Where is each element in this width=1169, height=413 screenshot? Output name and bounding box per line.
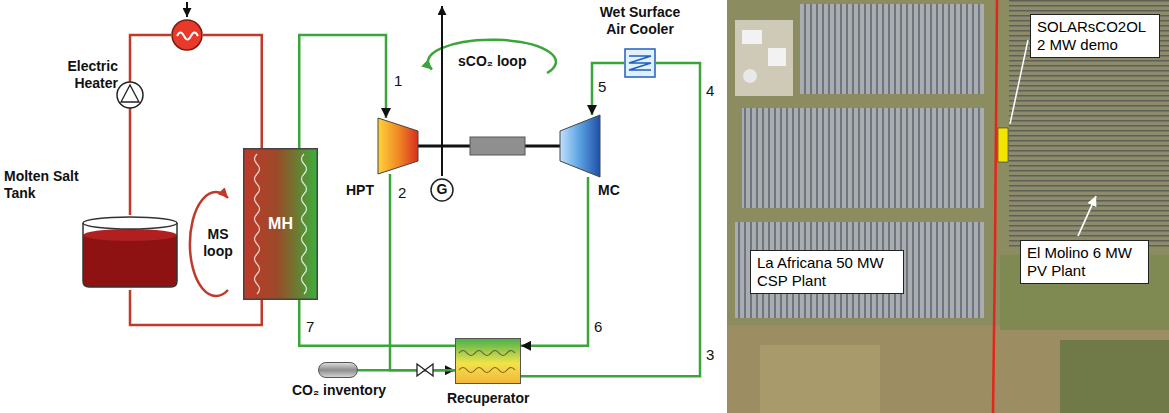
pump-symbol: [117, 82, 143, 108]
loop-label: MS loop: [198, 226, 238, 260]
heat-exchanger: [244, 149, 318, 300]
molten-salt-surface: [83, 229, 177, 241]
node-label: G: [437, 182, 448, 197]
co2-inventory: CO₂ inventory: [318, 362, 358, 378]
node-label: Wet Surface Air Cooler: [592, 4, 688, 38]
connector: [130, 290, 262, 325]
demo-site: [998, 128, 1008, 162]
map-ground: [727, 0, 1169, 413]
gas-bottle: [319, 363, 358, 378]
cooler-symbol: [625, 49, 655, 77]
node-label: Molten Salt Tank: [4, 168, 88, 202]
molten-salt: [83, 235, 177, 287]
electric-heater-shape: [171, 19, 203, 51]
connector: [358, 369, 455, 372]
callout-text: SOLARsCO2OL 2 MW demo: [1037, 18, 1153, 54]
heat-exchanger-flow: [302, 154, 307, 294]
callout-text: El Molino 6 MW PV Plant: [1027, 244, 1142, 280]
pointer-arrow: [1078, 196, 1096, 236]
solar-field: [742, 108, 984, 208]
valve-symbol: [417, 364, 425, 376]
farmland: [1060, 340, 1169, 413]
air-cooler: Wet Surface Air Cooler: [624, 48, 656, 78]
state-number: 1: [394, 72, 402, 89]
state-number: 2: [398, 184, 406, 201]
molten-salt-tank-shape: [80, 215, 180, 290]
state-number: 7: [306, 318, 314, 335]
molten-salt-tank: Molten Salt Tank: [80, 215, 180, 290]
power-input-arrow: [186, 2, 188, 17]
tank-rim: [83, 217, 177, 229]
connector: [203, 35, 262, 148]
compressor: MC: [560, 115, 600, 177]
connector: [592, 63, 624, 115]
valve-symbol: [425, 364, 433, 376]
heat-exchanger-flow: [255, 154, 260, 294]
connector: [521, 63, 700, 376]
farmland: [760, 345, 880, 413]
farmland: [727, 325, 1169, 413]
aerial-map: [727, 0, 1169, 413]
building: [742, 30, 762, 44]
heater-symbol: [172, 20, 202, 50]
connector: [299, 35, 386, 148]
power-block: [735, 20, 793, 96]
turbine-symbol: [378, 118, 418, 174]
site-boundary: [993, 0, 997, 413]
recuperator-shape: [455, 338, 521, 384]
generator-symbol: [431, 179, 453, 201]
pv-field: [1009, 0, 1169, 248]
heat-exchanger-flow: [459, 351, 515, 356]
pump-symbol: [121, 85, 139, 102]
heat-exchanger-flow: [459, 368, 515, 373]
callout-box: SOLARsCO2OL 2 MW demo: [1030, 14, 1160, 58]
connector: [521, 177, 588, 346]
node-label: Recuperator: [447, 390, 529, 407]
loop-label: sCO₂ loop: [458, 53, 526, 70]
state-number: 6: [594, 318, 602, 335]
callout-box: La Africana 50 MW CSP Plant: [750, 250, 904, 294]
power-output-arrow: [441, 6, 443, 176]
connector: [390, 174, 455, 370]
building: [768, 48, 786, 66]
node-label: HPT: [346, 182, 374, 199]
air-cooler-shape: [624, 48, 656, 78]
compressor-shape: [560, 115, 600, 177]
leader-line: [1010, 40, 1028, 124]
main-heater: MH: [243, 148, 318, 300]
electric-heater: Electric Heater: [171, 19, 203, 51]
cooler-coil: [629, 56, 651, 70]
solar-field: [800, 4, 984, 94]
heater-coil: [177, 33, 198, 40]
co2-inventory-shape: [318, 362, 358, 378]
gearbox: [470, 137, 525, 155]
turbine: HPT: [378, 118, 418, 174]
node-label: Electric Heater: [48, 58, 118, 92]
state-number: 3: [706, 346, 714, 363]
tank-wall: [83, 223, 177, 287]
solar-field: [735, 222, 984, 318]
connector: [299, 300, 455, 346]
loop-arrow: [428, 40, 556, 73]
turbine-shape: [378, 118, 418, 174]
node-label: CO₂ inventory: [292, 382, 386, 399]
callout-text: La Africana 50 MW CSP Plant: [757, 254, 897, 290]
callout-box: El Molino 6 MW PV Plant: [1020, 240, 1149, 284]
generator: G: [430, 178, 454, 202]
compressor-symbol: [560, 115, 600, 177]
heat-exchanger: [456, 339, 521, 384]
state-number: 5: [598, 78, 606, 95]
connector: [130, 35, 171, 215]
state-number: 4: [706, 82, 714, 99]
node-label: MC: [598, 182, 620, 199]
recuperator: Recuperator: [455, 338, 521, 384]
storage-tank: [743, 69, 757, 83]
node-label: MH: [268, 215, 293, 233]
